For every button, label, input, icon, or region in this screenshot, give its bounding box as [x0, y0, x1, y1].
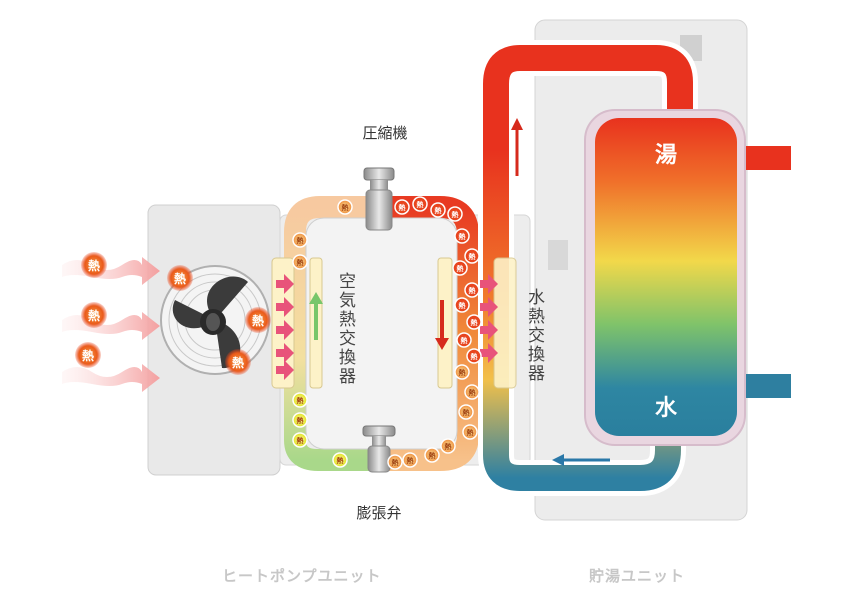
- water-flow-arrow-up: [511, 118, 523, 176]
- water-label: 水: [655, 396, 678, 421]
- heat-particle: [394, 199, 410, 215]
- heat-particle-label: 熱: [407, 456, 414, 465]
- heat-particle: [292, 432, 308, 448]
- air-heat-exchanger-label: 空気熱交換器: [335, 272, 356, 386]
- heat-particle-label: 熱: [392, 458, 399, 467]
- heat-particle: [458, 404, 474, 420]
- heat-particle: [424, 447, 440, 463]
- heat-particle-label: 熱: [463, 408, 470, 417]
- heat-particle: [337, 199, 353, 215]
- svg-text:熱: 熱: [232, 355, 244, 370]
- heat-particle: [292, 412, 308, 428]
- heat-particle: [440, 438, 456, 454]
- air-heat-ball-3: 熱: [75, 342, 101, 368]
- heat-particle-label: 熱: [459, 301, 466, 310]
- expansion-valve-label: 膨張弁: [356, 504, 401, 522]
- fan: [160, 265, 270, 375]
- heat-particle-label: 熱: [445, 442, 452, 451]
- refrigerant-flow-arrow-up: [309, 292, 323, 340]
- water-heat-exchanger-plate: [437, 257, 517, 389]
- heat-particle: [464, 384, 480, 400]
- heat-particle-label: 熱: [297, 416, 304, 425]
- heat-particle-label: 熱: [469, 252, 476, 261]
- heat-particle: [402, 452, 418, 468]
- heat-particle-label: 熱: [297, 396, 304, 405]
- water-flow-arrow-left: [552, 454, 610, 466]
- fan-heat-ball-3: 熱: [225, 349, 251, 375]
- storage-unit-caption: 貯湯ユニット: [589, 567, 686, 585]
- heat-particle-label: 熱: [337, 456, 344, 465]
- hot-water-tank: [584, 109, 746, 446]
- heat-particle-label: 熱: [469, 286, 476, 295]
- compressor-label: 圧縮機: [362, 124, 407, 142]
- heat-particle-label: 熱: [452, 210, 459, 219]
- heat-particle-label: 熱: [467, 428, 474, 437]
- heat-particle: [462, 424, 478, 440]
- heat-particle: [466, 314, 482, 330]
- heat-particle-label: 熱: [429, 451, 436, 460]
- heat-particle: [292, 232, 308, 248]
- hot-water-label: 湯: [655, 143, 677, 168]
- heat-particle-label: 熱: [457, 264, 464, 273]
- heat-particle: [452, 260, 468, 276]
- heat-transfer-arrows-out: [480, 274, 498, 363]
- refrigerant-flow-arrow-down: [435, 300, 449, 350]
- heat-particle: [464, 282, 480, 298]
- heat-particle-label: 熱: [459, 232, 466, 241]
- heat-particle: [447, 206, 463, 222]
- heat-particle-label: 熱: [469, 388, 476, 397]
- heat-pump-unit-caption: ヒートポンプユニット: [222, 567, 382, 585]
- incoming-air-arrows: [62, 257, 160, 392]
- heat-particle: [332, 452, 348, 468]
- heat-particle-label: 熱: [399, 203, 406, 212]
- heat-transfer-arrows-in: [276, 274, 294, 380]
- heat-particle-label: 熱: [297, 258, 304, 267]
- heat-particle: [464, 248, 480, 264]
- heat-particle: [454, 228, 470, 244]
- heat-particle: [292, 254, 308, 270]
- heat-particle: [454, 364, 470, 380]
- heat-particle: [387, 454, 403, 470]
- compressor: [363, 167, 395, 231]
- heat-particle: [466, 348, 482, 364]
- heat-particle: [292, 392, 308, 408]
- heat-particle-label: 熱: [342, 203, 349, 212]
- fan-heat-ball-2: 熱: [245, 307, 271, 333]
- svg-text:熱: 熱: [82, 348, 94, 363]
- heat-particle-label: 熱: [297, 236, 304, 245]
- refrigerant-heat-particles: 熱熱熱熱熱熱熱熱熱熱熱熱熱熱熱熱熱熱熱熱熱熱熱熱熱熱熱: [292, 196, 482, 470]
- heat-particle: [412, 196, 428, 212]
- heat-particle: [456, 332, 472, 348]
- heat-particle: [454, 297, 470, 313]
- svg-text:熱: 熱: [88, 308, 100, 323]
- air-heat-ball-2: 熱: [81, 302, 107, 328]
- fan-heat-ball-1: 熱: [167, 265, 193, 291]
- heat-particle-label: 熱: [471, 318, 478, 327]
- heat-particle-label: 熱: [297, 436, 304, 445]
- heat-particle-label: 熱: [417, 200, 424, 209]
- heat-particle-label: 熱: [459, 368, 466, 377]
- heat-particle-label: 熱: [471, 352, 478, 361]
- expansion-valve: [362, 425, 396, 473]
- svg-text:熱: 熱: [88, 258, 100, 273]
- heat-particle-label: 熱: [461, 336, 468, 345]
- heat-particle: [430, 202, 446, 218]
- heat-particle-label: 熱: [435, 206, 442, 215]
- svg-text:熱: 熱: [174, 271, 186, 286]
- svg-text:熱: 熱: [252, 313, 264, 328]
- water-heat-exchanger-label: 水熱交換器: [524, 288, 545, 383]
- air-heat-ball-1: 熱: [81, 252, 107, 278]
